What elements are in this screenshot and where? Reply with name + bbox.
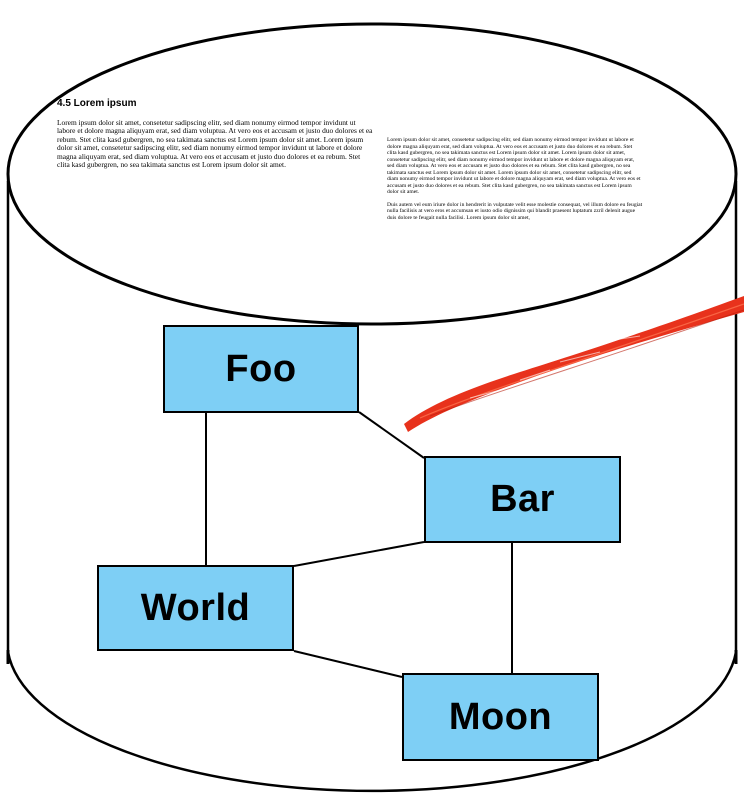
edge-bar-world: [293, 541, 425, 567]
node-world[interactable]: World: [97, 565, 294, 651]
red-brush-stroke: [404, 296, 744, 432]
edge-foo-bar: [358, 411, 425, 459]
right-paragraph-1: Lorem ipsum dolor sit amet, consetetur s…: [387, 137, 641, 195]
node-moon[interactable]: Moon: [402, 673, 599, 761]
node-bar[interactable]: Bar: [424, 456, 621, 543]
node-foo[interactable]: Foo: [163, 325, 359, 413]
edge-world-moon: [293, 650, 403, 678]
cylinder-top: [6, 22, 738, 326]
document-left-column: 4.5 Lorem ipsum Lorem ipsum dolor sit am…: [57, 98, 373, 169]
right-paragraph-2: Duis autem vel eum iriure dolor in hendr…: [387, 201, 643, 221]
document-right-column: Lorem ipsum dolor sit amet, consetetur s…: [387, 137, 643, 221]
section-heading: 4.5 Lorem ipsum: [57, 98, 137, 109]
left-paragraph: Lorem ipsum dolor sit amet, consetetur s…: [57, 118, 373, 170]
